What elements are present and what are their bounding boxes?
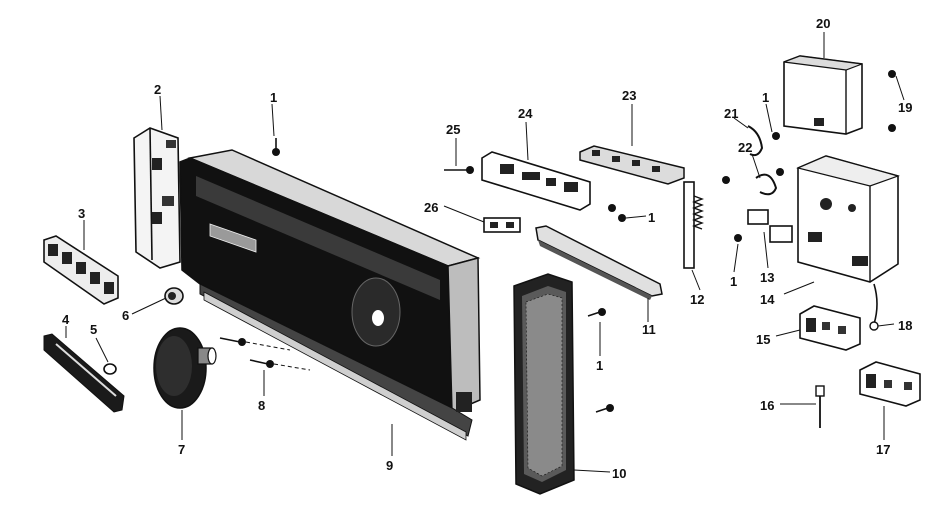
part-3-pushbuttons bbox=[43, 235, 119, 305]
part-18-terminal bbox=[869, 283, 879, 331]
part-25-screw bbox=[444, 166, 474, 174]
part-20-cover bbox=[783, 55, 863, 135]
part-6-spacer bbox=[164, 287, 184, 305]
part-13-bushings bbox=[747, 209, 793, 243]
callout-19: 19 bbox=[898, 100, 912, 115]
part-22-clip bbox=[755, 168, 784, 196]
part-1-screw-top bbox=[272, 138, 280, 156]
part-8-screws bbox=[219, 337, 311, 371]
part-11-bracket bbox=[535, 225, 663, 300]
callout-labels: 1 2 3 4 5 6 7 8 9 10 11 12 13 14 15 16 1… bbox=[62, 16, 912, 481]
part-12-resistor-strip bbox=[683, 181, 704, 269]
callout-26: 26 bbox=[424, 200, 438, 215]
part-24-circuit-plate bbox=[481, 151, 591, 211]
part-14-timer-housing bbox=[796, 155, 900, 283]
part-7-knob bbox=[153, 327, 217, 409]
callout-1: 1 bbox=[596, 358, 603, 373]
callout-15: 15 bbox=[756, 332, 770, 347]
callout-2: 2 bbox=[154, 82, 161, 97]
part-15-switch bbox=[799, 305, 861, 351]
callout-17: 17 bbox=[876, 442, 890, 457]
callout-16: 16 bbox=[760, 398, 774, 413]
callout-1: 1 bbox=[762, 90, 769, 105]
part-1-screws-strip bbox=[722, 176, 742, 242]
part-16-terminal bbox=[815, 385, 825, 428]
callout-1: 1 bbox=[730, 274, 737, 289]
callout-5: 5 bbox=[90, 322, 97, 337]
callout-12: 12 bbox=[690, 292, 704, 307]
callout-1: 1 bbox=[270, 90, 277, 105]
part-1-screws-grille bbox=[587, 308, 614, 413]
part-21-clip bbox=[747, 125, 780, 157]
callout-10: 10 bbox=[612, 466, 626, 481]
callout-7: 7 bbox=[178, 442, 185, 457]
callout-6: 6 bbox=[122, 308, 129, 323]
callout-21: 21 bbox=[724, 106, 738, 121]
callout-20: 20 bbox=[816, 16, 830, 31]
callout-22: 22 bbox=[738, 140, 752, 155]
part-9-console-panel bbox=[179, 149, 481, 441]
callout-14: 14 bbox=[760, 292, 775, 307]
callout-13: 13 bbox=[760, 270, 774, 285]
part-4-trim-strip bbox=[43, 333, 125, 413]
part-26-switch bbox=[483, 217, 521, 233]
callout-8: 8 bbox=[258, 398, 265, 413]
callout-3: 3 bbox=[78, 206, 85, 221]
callout-11: 11 bbox=[642, 322, 656, 337]
part-10-grille-panel bbox=[513, 273, 575, 495]
part-17-switch bbox=[859, 361, 921, 407]
callout-23: 23 bbox=[622, 88, 636, 103]
callout-1: 1 bbox=[648, 210, 655, 225]
callout-4: 4 bbox=[62, 312, 70, 327]
callout-leaders bbox=[65, 32, 905, 473]
part-5-clip bbox=[103, 363, 117, 375]
callout-25: 25 bbox=[446, 122, 460, 137]
part-1-screws-plate bbox=[608, 204, 626, 222]
part-19-screws bbox=[888, 70, 896, 132]
callout-18: 18 bbox=[898, 318, 912, 333]
part-2-end-bracket bbox=[133, 127, 181, 269]
callout-24: 24 bbox=[518, 106, 533, 121]
part-23-terminal-block bbox=[579, 145, 685, 185]
callout-9: 9 bbox=[386, 458, 393, 473]
